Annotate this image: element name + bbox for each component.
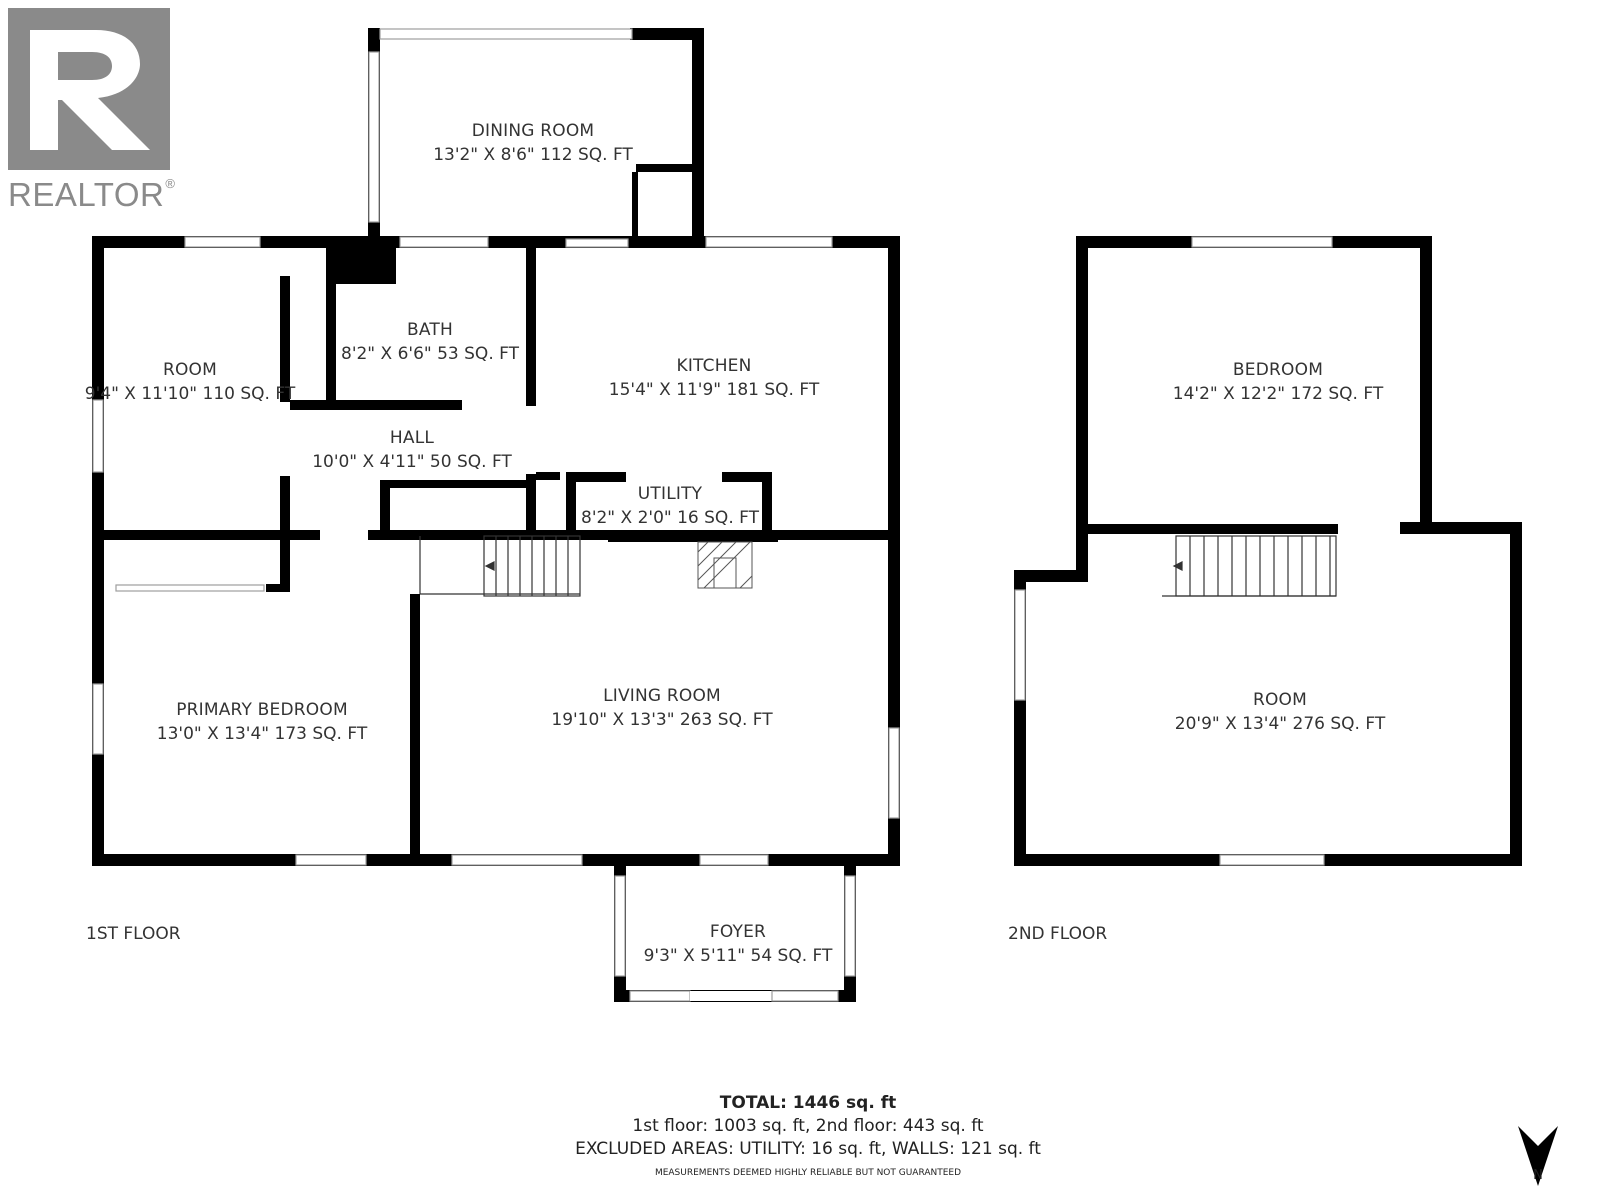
floor-label-first: 1ST FLOOR xyxy=(86,924,181,944)
north-label: N xyxy=(1533,1168,1543,1183)
first-floor-windows xyxy=(92,28,900,1002)
room-name: DINING ROOM xyxy=(471,121,595,141)
area-summary: TOTAL: 1446 sq. ft 1st floor: 1003 sq. f… xyxy=(575,1092,1041,1182)
room-name: FOYER xyxy=(709,922,767,942)
second-floor-walls xyxy=(1014,236,1522,866)
fireplace-icon xyxy=(697,541,753,589)
room-dims: 15'4" X 11'9" 181 SQ. FT xyxy=(608,380,820,400)
second-floor-windows xyxy=(1014,236,1333,866)
room-primary-bedroom: PRIMARY BEDROOM 13'0" X 13'4" 173 SQ. FT xyxy=(157,700,367,744)
room-name: BEDROOM xyxy=(1232,360,1324,380)
room-dims: 8'2" X 2'0" 16 SQ. FT xyxy=(581,508,759,528)
room-bedroom: BEDROOM 14'2" X 12'2" 172 SQ. FT xyxy=(1173,360,1383,404)
first-floor-stairs xyxy=(419,535,581,597)
room-dims: 9'4" X 11'10" 110 SQ. FT xyxy=(84,384,296,404)
room-name: BATH xyxy=(407,320,453,340)
disclaimer: MEASUREMENTS DEEMED HIGHLY RELIABLE BUT … xyxy=(654,1168,962,1178)
room-bath: BATH 8'2" X 6'6" 53 SQ. FT xyxy=(341,320,519,364)
room-dining: DINING ROOM 13'2" X 8'6" 112 SQ. FT xyxy=(433,121,633,165)
room-hall: HALL 10'0" X 4'11" 50 SQ. FT xyxy=(312,428,512,472)
room-room1: ROOM 9'4" X 11'10" 110 SQ. FT xyxy=(85,360,295,404)
excluded-areas: EXCLUDED AREAS: UTILITY: 16 sq. ft, WALL… xyxy=(575,1139,1041,1159)
room-dims: 10'0" X 4'11" 50 SQ. FT xyxy=(312,452,512,472)
room-foyer: FOYER 9'3" X 5'11" 54 SQ. FT xyxy=(644,922,833,966)
room-name: ROOM xyxy=(1252,690,1308,710)
room-utility: UTILITY 8'2" X 2'0" 16 SQ. FT xyxy=(581,484,759,528)
realtor-wordmark: REALTOR® xyxy=(8,176,176,213)
room-dims: 8'2" X 6'6" 53 SQ. FT xyxy=(341,344,519,364)
room-name: UTILITY xyxy=(637,484,703,504)
room-kitchen: KITCHEN 15'4" X 11'9" 181 SQ. FT xyxy=(609,356,819,400)
second-floor-stairs xyxy=(1162,535,1337,597)
room-dims: 14'2" X 12'2" 172 SQ. FT xyxy=(1172,384,1384,404)
room-dims: 13'2" X 8'6" 112 SQ. FT xyxy=(433,145,633,165)
total-area: TOTAL: 1446 sq. ft xyxy=(719,1093,897,1113)
room-name: ROOM xyxy=(162,360,218,380)
room-name: HALL xyxy=(389,428,435,448)
floor-label-second: 2ND FLOOR xyxy=(1008,924,1108,944)
room-dims: 20'9" X 13'4" 276 SQ. FT xyxy=(1174,714,1386,734)
room-room2: ROOM 20'9" X 13'4" 276 SQ. FT xyxy=(1175,690,1385,734)
realtor-logo-icon xyxy=(8,8,170,170)
room-name: LIVING ROOM xyxy=(603,686,721,706)
room-dims: 13'0" X 13'4" 173 SQ. FT xyxy=(156,724,368,744)
room-living: LIVING ROOM 19'10" X 13'3" 263 SQ. FT xyxy=(551,686,772,730)
room-name: KITCHEN xyxy=(676,356,752,376)
floor-areas: 1st floor: 1003 sq. ft, 2nd floor: 443 s… xyxy=(632,1116,984,1136)
room-name: PRIMARY BEDROOM xyxy=(176,700,348,720)
room-dims: 9'3" X 5'11" 54 SQ. FT xyxy=(643,946,833,966)
room-dims: 19'10" X 13'3" 263 SQ. FT xyxy=(551,710,773,730)
north-arrow-icon xyxy=(1518,1126,1558,1186)
